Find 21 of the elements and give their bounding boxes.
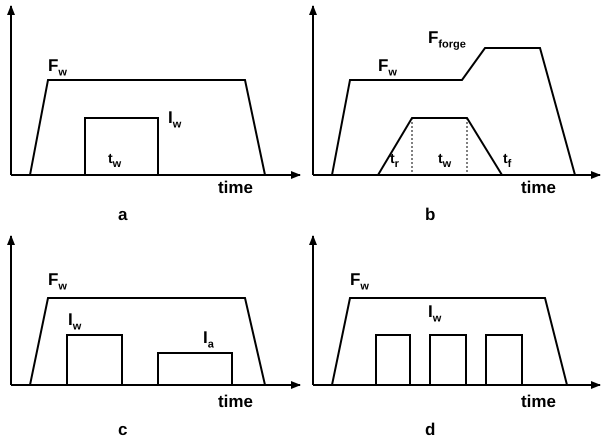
variable-label: F$_{forge}$ [428, 28, 466, 52]
variable-label: F$_{w}$ [378, 56, 397, 80]
variable-label: F$_{w}$ [48, 270, 67, 294]
panel-letter: a [118, 205, 128, 225]
variable-label: F$_{w}$ [48, 56, 67, 80]
panel-letter: d [425, 420, 436, 440]
interval-label: t$_{f}$ [503, 149, 512, 172]
interval-label: t$_{w}$ [108, 149, 122, 172]
axis-label: time [218, 392, 253, 412]
variable-label: I$_{w}$ [428, 302, 442, 326]
variable-label: I$_{a}$ [203, 328, 214, 352]
axis-label: time [521, 392, 556, 412]
panel-letter: b [425, 205, 436, 225]
panel-letter: c [118, 420, 128, 440]
variable-label: I$_{w}$ [68, 310, 82, 334]
variable-label: I$_{w}$ [168, 108, 182, 132]
variable-label: F$_{w}$ [350, 270, 369, 294]
axis-label: time [521, 178, 556, 198]
interval-label: t$_{r}$ [390, 149, 399, 172]
interval-label: t$_{w}$ [438, 149, 452, 172]
axis-label: time [218, 178, 253, 198]
